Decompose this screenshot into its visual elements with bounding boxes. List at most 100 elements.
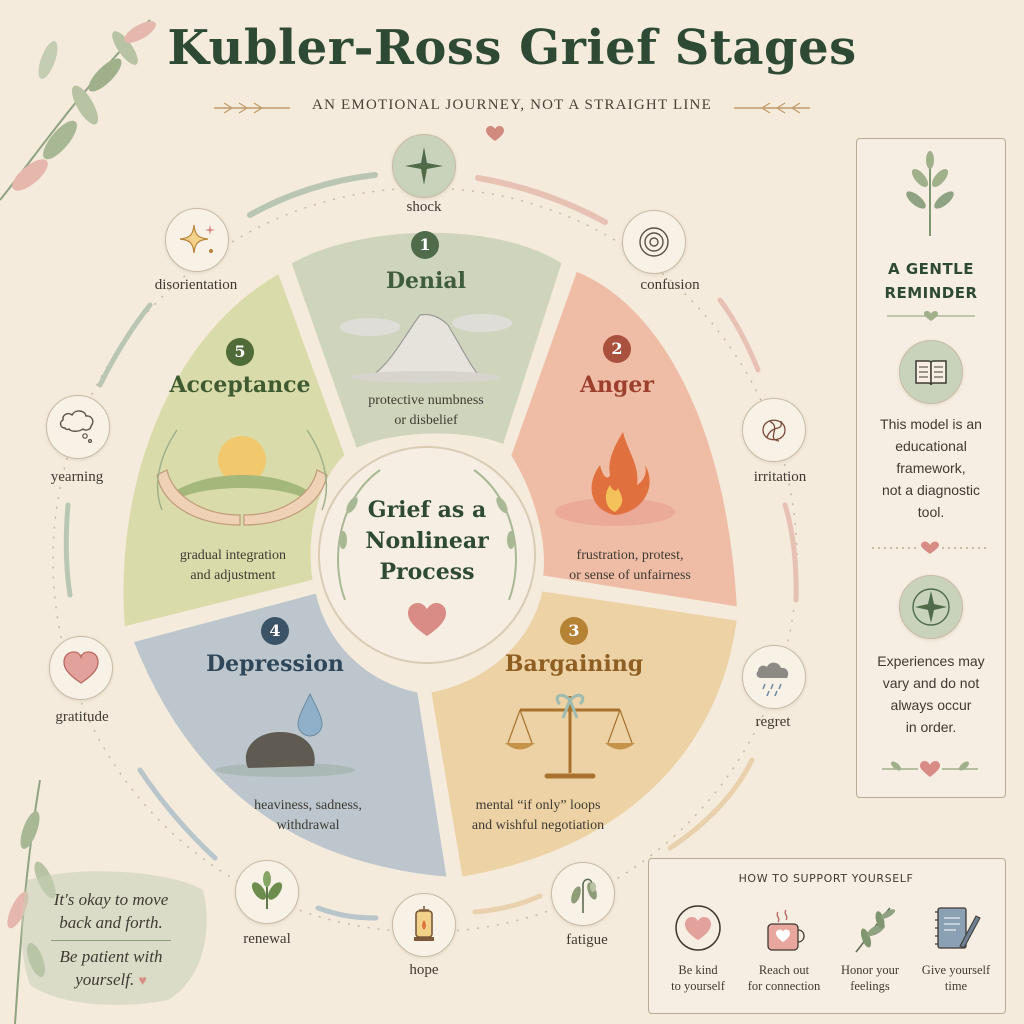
stage-title-anger: Anger xyxy=(579,372,655,398)
spiral-target-icon xyxy=(639,227,669,257)
emotion-label-yearning: yearning xyxy=(50,469,104,485)
stage-title-acceptance: Acceptance xyxy=(169,372,311,398)
stage-desc-denial-line1: protective numbness xyxy=(368,393,484,408)
reminder-text-2-line3: always occur xyxy=(890,697,972,713)
reminder-text-1-line1: This model is an xyxy=(880,416,982,432)
reminder-text-2-line4: in order. xyxy=(905,719,957,735)
hands-sun-icon xyxy=(156,429,328,526)
note-heart-icon: ♥ xyxy=(138,974,147,989)
heart-in-circle-icon xyxy=(675,905,721,951)
support-item-honor-feelings-line2: feelings xyxy=(850,979,890,993)
corner-foliage-top-left xyxy=(0,19,156,201)
drooping-plant-icon xyxy=(571,878,597,913)
thought-cloud-icon xyxy=(59,410,94,443)
support-item-be-kind: Be kind to yourself xyxy=(656,962,740,994)
stone-raindrop-icon xyxy=(215,692,355,777)
sprout-icon xyxy=(251,871,283,909)
gentle-reminder-panel xyxy=(856,138,1006,798)
note-line3: Be patient with xyxy=(59,947,163,966)
note-line1: It's okay to move xyxy=(53,890,169,909)
emotion-node-yearning xyxy=(46,395,110,459)
center-title-line1: Grief as a xyxy=(367,497,487,523)
stage-desc-depression-line2: withdrawal xyxy=(276,818,340,833)
emotion-node-gratitude xyxy=(49,636,113,700)
stage-number-badge-4: 4 xyxy=(261,617,289,645)
center-title-line3: Process xyxy=(379,559,475,585)
reminder-footer-ornament xyxy=(882,761,978,777)
reminder-title-line1: A GENTLE xyxy=(888,260,974,278)
emotion-node-fatigue xyxy=(551,862,615,926)
lantern-icon xyxy=(414,906,434,941)
support-item-give-time-line2: time xyxy=(944,979,968,993)
emotion-node-irritation xyxy=(742,398,806,462)
emotion-node-regret xyxy=(742,645,806,709)
support-item-reach-out-line1: Reach out xyxy=(758,963,810,977)
support-item-give-time-line1: Give yourself xyxy=(921,963,991,977)
reminder-text-2-line2: vary and do not xyxy=(882,675,980,691)
small-heart-icon xyxy=(486,126,504,141)
emotion-node-renewal xyxy=(235,860,299,924)
emotion-label-gratitude: gratitude xyxy=(55,709,109,725)
rain-cloud-icon xyxy=(756,662,789,697)
note-line2: back and forth. xyxy=(59,913,163,932)
emotion-node-hope xyxy=(392,893,456,957)
balance-scale-icon xyxy=(505,693,635,779)
stage-desc-denial-line2: or disbelief xyxy=(394,413,458,428)
emotion-label-regret: regret xyxy=(755,714,791,730)
stage-desc-acceptance-line1: gradual integration xyxy=(179,548,287,563)
stage-title-depression: Depression xyxy=(206,651,344,677)
stage-title-bargaining: Bargaining xyxy=(504,651,644,677)
reminder-title-line2: REMINDER xyxy=(884,284,978,302)
support-item-be-kind-line2: to yourself xyxy=(671,979,725,993)
branch-icon xyxy=(906,151,954,236)
reminder-text-1-line2: educational xyxy=(895,438,967,454)
stage-number-badge-1: 1 xyxy=(411,231,439,259)
reminder-text-block-1: This model is an educational framework, … xyxy=(862,413,1000,523)
center-medallion xyxy=(318,446,536,664)
emotion-label-confusion: confusion xyxy=(640,277,700,293)
emotion-node-confusion xyxy=(622,210,686,274)
reminder-text-1-line3: framework, xyxy=(896,460,966,476)
watercolor-wash xyxy=(21,871,207,1005)
mountain-clouds-icon xyxy=(340,313,512,383)
reminder-title: A GENTLE REMINDER xyxy=(856,257,1006,305)
emotion-label-renewal: renewal xyxy=(243,931,291,947)
stage-desc-depression-line1: heaviness, sadness, xyxy=(254,798,362,813)
center-title: Grief as a Nonlinear Process xyxy=(347,495,507,588)
reminder-text-1-line4: not a diagnostic xyxy=(881,482,981,498)
emotion-label-irritation: irritation xyxy=(753,469,807,485)
leaf-branch-icon xyxy=(855,907,896,953)
emotion-label-shock: shock xyxy=(406,199,442,215)
support-item-honor-feelings: Honor your feelings xyxy=(828,962,912,994)
encouragement-note: It's okay to move back and forth. Be pat… xyxy=(26,888,196,993)
stage-desc-anger-line2: or sense of unfairness xyxy=(569,568,691,583)
compass-icon xyxy=(912,588,950,626)
emotion-node-disorientation xyxy=(165,208,229,272)
title-divider-left-ornament xyxy=(214,102,290,114)
center-heart-icon xyxy=(408,603,446,636)
reminder-divider-1 xyxy=(887,311,975,321)
heart-icon xyxy=(63,651,99,684)
reminder-divider-2 xyxy=(872,541,988,554)
support-item-reach-out-line2: for connection xyxy=(747,979,821,993)
book-icon xyxy=(915,360,947,386)
compass-star-icon xyxy=(405,147,443,185)
support-item-give-time: Give yourself time xyxy=(914,962,998,994)
support-item-honor-feelings-line1: Honor your xyxy=(841,963,899,977)
reminder-text-block-2: Experiences may vary and do not always o… xyxy=(862,650,1000,738)
tangle-icon xyxy=(762,419,786,442)
emotion-node-shock xyxy=(392,134,456,198)
stage-desc-acceptance-line2: and adjustment xyxy=(190,568,276,583)
stage-title-denial: Denial xyxy=(385,268,467,294)
support-item-be-kind-line1: Be kind xyxy=(678,963,718,977)
page-title: Kubler-Ross Grief Stages xyxy=(167,20,857,76)
stage-desc-anger-line1: frustration, protest, xyxy=(576,548,684,563)
note-divider xyxy=(51,940,171,941)
compass-icon-circle xyxy=(899,575,963,639)
segment-bargaining xyxy=(424,584,744,884)
stage-desc-bargaining-line2: and wishful negotiation xyxy=(471,818,605,833)
emotion-label-disorientation: disorientation xyxy=(154,277,238,293)
note-line4: yourself. ♥ xyxy=(26,968,196,993)
journal-pen-icon xyxy=(935,907,981,949)
